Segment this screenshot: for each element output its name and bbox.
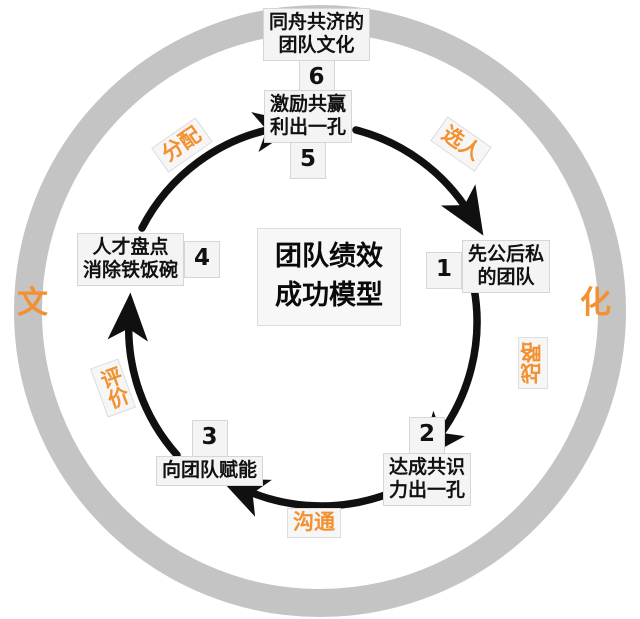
arrow-3-to-4 xyxy=(107,292,181,459)
center-title-line2: 成功模型 xyxy=(275,280,383,312)
node-4-number: 4 xyxy=(184,241,221,279)
stage-label-zhanlue: 战略 xyxy=(518,337,549,389)
arrow-4-to-5 xyxy=(138,112,303,232)
center-title-line1: 团队绩效 xyxy=(275,241,383,272)
center-title: 团队绩效 成功模型 xyxy=(257,228,401,327)
arrow-5-to-1 xyxy=(352,126,484,236)
node-3[interactable]: 向团队赋能 3 xyxy=(156,420,264,487)
node-5-line2: 利出一孔 xyxy=(270,116,347,139)
node-4[interactable]: 人才盘点 消除铁饭碗 4 xyxy=(77,233,221,287)
node-3-number: 3 xyxy=(191,420,228,457)
arrow-2-to-3 xyxy=(219,478,389,517)
node-2[interactable]: 达成共识 力出一孔 2 xyxy=(383,417,472,507)
node-2-line2: 力出一孔 xyxy=(389,479,466,502)
ring-char-left: 文 xyxy=(17,285,48,321)
ring-char-right: 化 xyxy=(580,285,611,321)
node-5-number: 5 xyxy=(290,142,327,180)
node-6[interactable]: 同舟共济的 团队文化 6 xyxy=(263,8,371,98)
node-1-line1: 先公后私 xyxy=(468,243,545,265)
node-3-line1: 向团队赋能 xyxy=(162,459,258,481)
node-2-line1: 达成共识 xyxy=(389,456,466,478)
node-1-number: 1 xyxy=(426,252,463,289)
node-2-number: 2 xyxy=(409,417,446,454)
node-4-line2: 消除铁饭碗 xyxy=(83,259,179,282)
node-6-line1: 同舟共济的 xyxy=(269,11,365,33)
node-5-line1: 激励共赢 xyxy=(270,93,347,115)
node-4-line1: 人才盘点 xyxy=(92,236,169,258)
node-1[interactable]: 1 先公后私 的团队 xyxy=(426,240,551,294)
node-1-text: 先公后私 的团队 xyxy=(462,240,551,294)
node-2-text: 达成共识 力出一孔 xyxy=(383,453,472,507)
node-1-line2: 的团队 xyxy=(477,266,535,289)
node-6-text: 同舟共济的 团队文化 xyxy=(263,8,371,62)
arrow-1-to-2 xyxy=(419,284,481,461)
stage-label-gongtong: 沟通 xyxy=(287,508,341,539)
node-4-text: 人才盘点 消除铁饭碗 xyxy=(77,233,185,287)
node-3-text: 向团队赋能 xyxy=(156,456,264,487)
node-5-text: 激励共赢 利出一孔 xyxy=(264,90,353,144)
node-6-line2: 团队文化 xyxy=(278,34,355,57)
node-5[interactable]: 激励共赢 利出一孔 5 xyxy=(264,90,353,180)
